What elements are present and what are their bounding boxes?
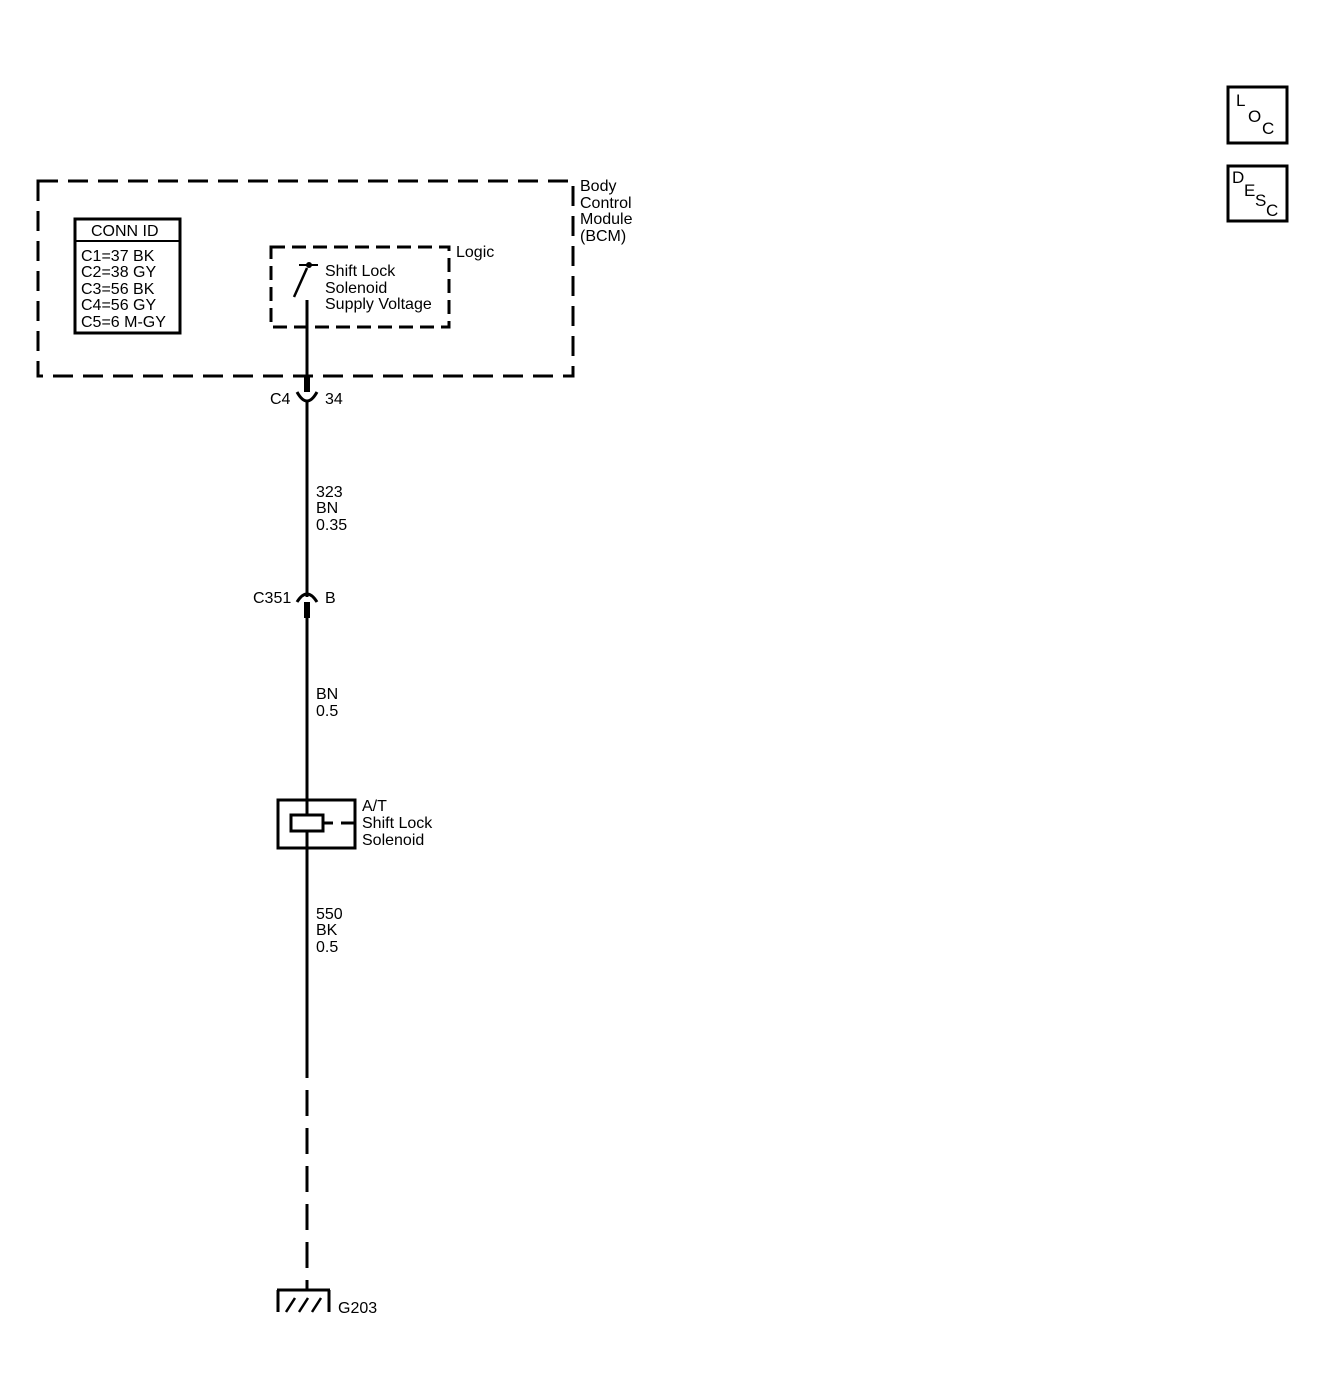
desc-letter-c: C — [1266, 201, 1278, 220]
connector-c351-icon — [295, 592, 319, 603]
conn-id-row: C3=56 BK — [81, 281, 155, 298]
logic-block-outline — [269, 245, 451, 329]
ground-label: G203 — [338, 1300, 377, 1317]
connector-terminal — [304, 602, 310, 618]
conn-id-row: C1=37 BK — [81, 248, 155, 265]
desc-letter-d: D — [1232, 168, 1244, 187]
conn-id-row: C5=6 M-GY — [81, 314, 166, 331]
connector-c4-pin: 34 — [325, 391, 343, 408]
bcm-module-name: Body Control Module (BCM) — [580, 178, 637, 245]
switch-icon — [292, 262, 318, 327]
solenoid-icon — [276, 798, 357, 850]
loc-letter-o: O — [1248, 107, 1261, 126]
conn-id-table: CONN ID C1=37 BK C2=38 GY C3=56 BK C4=56… — [73, 217, 182, 335]
desc-letter-e: E — [1244, 181, 1255, 200]
conn-id-row: C2=38 GY — [81, 264, 156, 281]
logic-function-label: Shift Lock Solenoid Supply Voltage — [325, 263, 432, 313]
connector-c351-label: C351 — [253, 590, 291, 607]
connector-c4-label: C4 — [270, 391, 291, 408]
connector-c4-icon — [295, 391, 319, 403]
loc-letter-c: C — [1262, 119, 1274, 138]
wire-label: 323 BN 0.35 — [316, 484, 347, 534]
loc-button[interactable]: L O C — [1226, 85, 1289, 145]
desc-letter-s: S — [1255, 191, 1266, 210]
loc-letter-l: L — [1236, 91, 1245, 110]
connector-terminal — [304, 376, 310, 392]
ground-icon — [276, 1280, 331, 1313]
logic-label: Logic — [456, 244, 494, 261]
wire-label: BN 0.5 — [316, 686, 343, 720]
conn-id-title: CONN ID — [91, 223, 159, 240]
connector-c351-pin: B — [325, 590, 336, 607]
solenoid-label: A/T Shift Lock Solenoid — [362, 798, 437, 849]
conn-id-row: C4=56 GY — [81, 297, 156, 314]
desc-button[interactable]: D E S C — [1226, 164, 1289, 223]
wire-label: 550 BK 0.5 — [316, 906, 347, 956]
